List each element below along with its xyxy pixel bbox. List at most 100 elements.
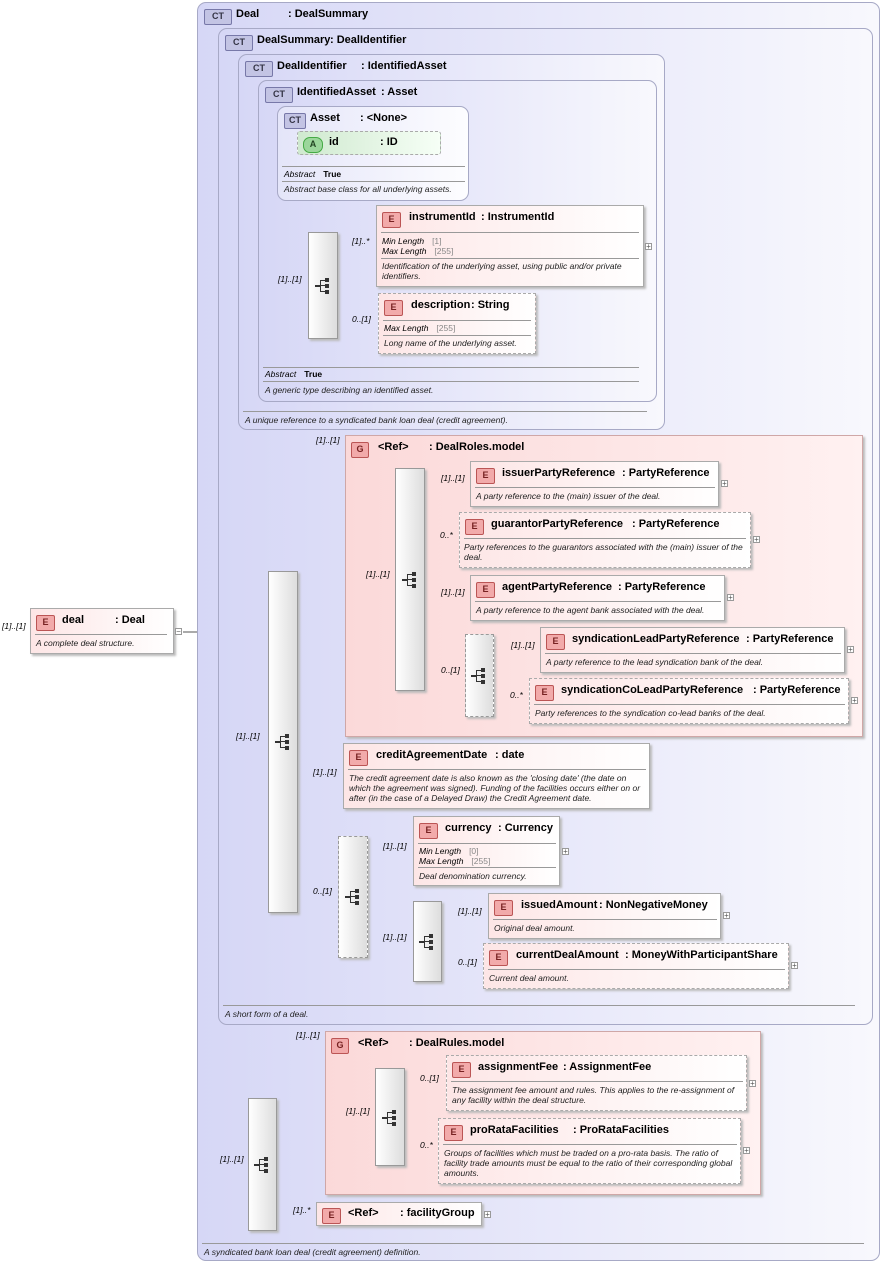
base-type: : IdentifiedAsset [361, 60, 447, 72]
expand-toggle[interactable]: + [645, 242, 652, 251]
sequence-icon [275, 734, 289, 750]
sequence-dealrules[interactable] [375, 1068, 405, 1166]
sequence-dealrules-outer[interactable] [248, 1098, 277, 1231]
type-description: A syndicated bank loan deal (credit agre… [204, 1247, 421, 1257]
complex-type-icon: CT [225, 35, 253, 51]
min-length-facet: Min Length[0] [419, 846, 479, 856]
element-name: : facilityGroup [400, 1207, 475, 1219]
expand-toggle[interactable]: + [847, 645, 854, 654]
element-issuerpartyreference[interactable]: E issuerPartyReference : PartyReference … [470, 461, 719, 507]
element-icon: E [476, 582, 495, 598]
group-name: : DealRoles.model [429, 441, 525, 453]
element-type: : date [495, 749, 525, 761]
expand-toggle[interactable]: + [723, 911, 730, 920]
element-facilitygroup[interactable]: E <Ref> : facilityGroup [316, 1202, 482, 1226]
element-syndicationleadpartyreference[interactable]: E syndicationLeadPartyReference : PartyR… [540, 627, 845, 673]
element-icon: E [476, 468, 495, 484]
element-cardinality: 0..[1] [352, 314, 371, 324]
element-cardinality: 0..[1] [458, 957, 477, 967]
type-name: IdentifiedAsset [297, 86, 376, 98]
expand-toggle[interactable]: + [721, 479, 728, 488]
element-type: : PartyReference [746, 633, 834, 645]
element-issuedamount[interactable]: E issuedAmount : NonNegativeMoney Origin… [488, 893, 721, 939]
group-ref: <Ref> [378, 441, 409, 453]
expand-toggle[interactable]: + [484, 1210, 491, 1219]
choice-syndication[interactable] [465, 634, 494, 717]
element-name: instrumentId [409, 211, 476, 223]
seq-cardinality: [1]..[1] [236, 731, 260, 741]
element-description-field[interactable]: E description : String Max Length[255] L… [378, 293, 536, 354]
seq-cardinality: [1]..[1] [383, 932, 407, 942]
element-description: The assignment fee amount and rules. Thi… [452, 1085, 735, 1105]
element-name: assignmentFee [478, 1061, 559, 1073]
element-deal[interactable]: E deal : Deal A complete deal structure. [30, 608, 174, 654]
element-type: : PartyReference [618, 581, 706, 593]
element-icon: E [349, 750, 368, 766]
type-description: Abstract base class for all underlying a… [284, 184, 452, 194]
element-type: : ProRataFacilities [573, 1124, 669, 1136]
element-icon: E [384, 300, 403, 316]
element-guarantorpartyreference[interactable]: E guarantorPartyReference : PartyReferen… [459, 512, 751, 568]
type-name: DealIdentifier [277, 60, 347, 72]
element-description: A party reference to the agent bank asso… [476, 605, 705, 615]
sequence-asset[interactable] [308, 232, 338, 339]
collapse-toggle[interactable]: − [175, 627, 182, 636]
expand-toggle[interactable]: + [791, 961, 798, 970]
sequence-dealsummary[interactable] [268, 571, 298, 913]
element-name: creditAgreementDate [376, 749, 488, 761]
element-type: : PartyReference [622, 467, 710, 479]
element-name: description [411, 299, 471, 311]
element-cardinality: [1]..[1] [441, 587, 465, 597]
attribute-id[interactable]: A id : ID [297, 131, 441, 155]
element-proratafacilities[interactable]: E proRataFacilities : ProRataFacilities … [438, 1118, 741, 1184]
expand-toggle[interactable]: + [753, 535, 760, 544]
expand-toggle[interactable]: + [743, 1146, 750, 1155]
expand-toggle[interactable]: + [851, 696, 858, 705]
element-instrumentid[interactable]: E instrumentId : InstrumentId Min Length… [376, 205, 644, 287]
element-icon: E [494, 900, 513, 916]
element-icon: E [36, 615, 55, 631]
element-cardinality: [1]..* [352, 236, 370, 246]
sequence-dealroles[interactable] [395, 468, 425, 691]
element-icon: E [452, 1062, 471, 1078]
choice-currency[interactable] [338, 836, 368, 958]
element-currency[interactable]: E currency : Currency Min Length[0] Max … [413, 816, 560, 886]
element-cardinality: 0..* [440, 530, 453, 540]
element-syndicationcoleadpartyreference[interactable]: E syndicationCoLeadPartyReference : Part… [529, 678, 849, 724]
sequence-icon [419, 934, 433, 950]
choice-cardinality: 0..[1] [441, 665, 460, 675]
type-description: A unique reference to a syndicated bank … [245, 415, 508, 425]
element-description: Long name of the underlying asset. [384, 338, 517, 348]
expand-toggle[interactable]: + [749, 1079, 756, 1088]
type-name: DealSummary [257, 34, 331, 46]
element-currentdealamount[interactable]: E currentDealAmount : MoneyWithParticipa… [483, 943, 789, 989]
sequence-amount[interactable] [413, 901, 442, 982]
element-cardinality: 0..* [420, 1140, 433, 1150]
seq-cardinality: [1]..[1] [220, 1154, 244, 1164]
element-description: The credit agreement date is also known … [349, 773, 641, 803]
sequence-icon [254, 1157, 268, 1173]
base-type: : DealSummary [288, 8, 369, 20]
element-assignmentfee[interactable]: E assignmentFee : AssignmentFee The assi… [446, 1055, 747, 1111]
sequence-icon [315, 278, 329, 294]
choice-cardinality: 0..[1] [313, 886, 332, 896]
element-creditagreementdate[interactable]: E creditAgreementDate : date The credit … [343, 743, 650, 809]
expand-toggle[interactable]: + [562, 847, 569, 856]
group-cardinality: [1]..[1] [296, 1030, 320, 1040]
element-cardinality: 0..* [510, 690, 523, 700]
element-cardinality: 0..[1] [420, 1073, 439, 1083]
element-description: Groups of facilities which must be trade… [444, 1148, 733, 1178]
complex-type-icon: CT [245, 61, 273, 77]
element-agentpartyreference[interactable]: E agentPartyReference : PartyReference A… [470, 575, 725, 621]
choice-icon [471, 668, 485, 684]
element-name: deal [62, 614, 85, 626]
element-description: A party reference to the (main) issuer o… [476, 491, 661, 501]
element-icon: E [444, 1125, 463, 1141]
expand-toggle[interactable]: + [727, 593, 734, 602]
seq-cardinality: [1]..[1] [346, 1106, 370, 1116]
element-type: : MoneyWithParticipantShare [625, 949, 778, 961]
element-cardinality: [1]..* [293, 1205, 311, 1215]
element-cardinality: [1]..[1] [458, 906, 482, 916]
element-icon: E [489, 950, 508, 966]
